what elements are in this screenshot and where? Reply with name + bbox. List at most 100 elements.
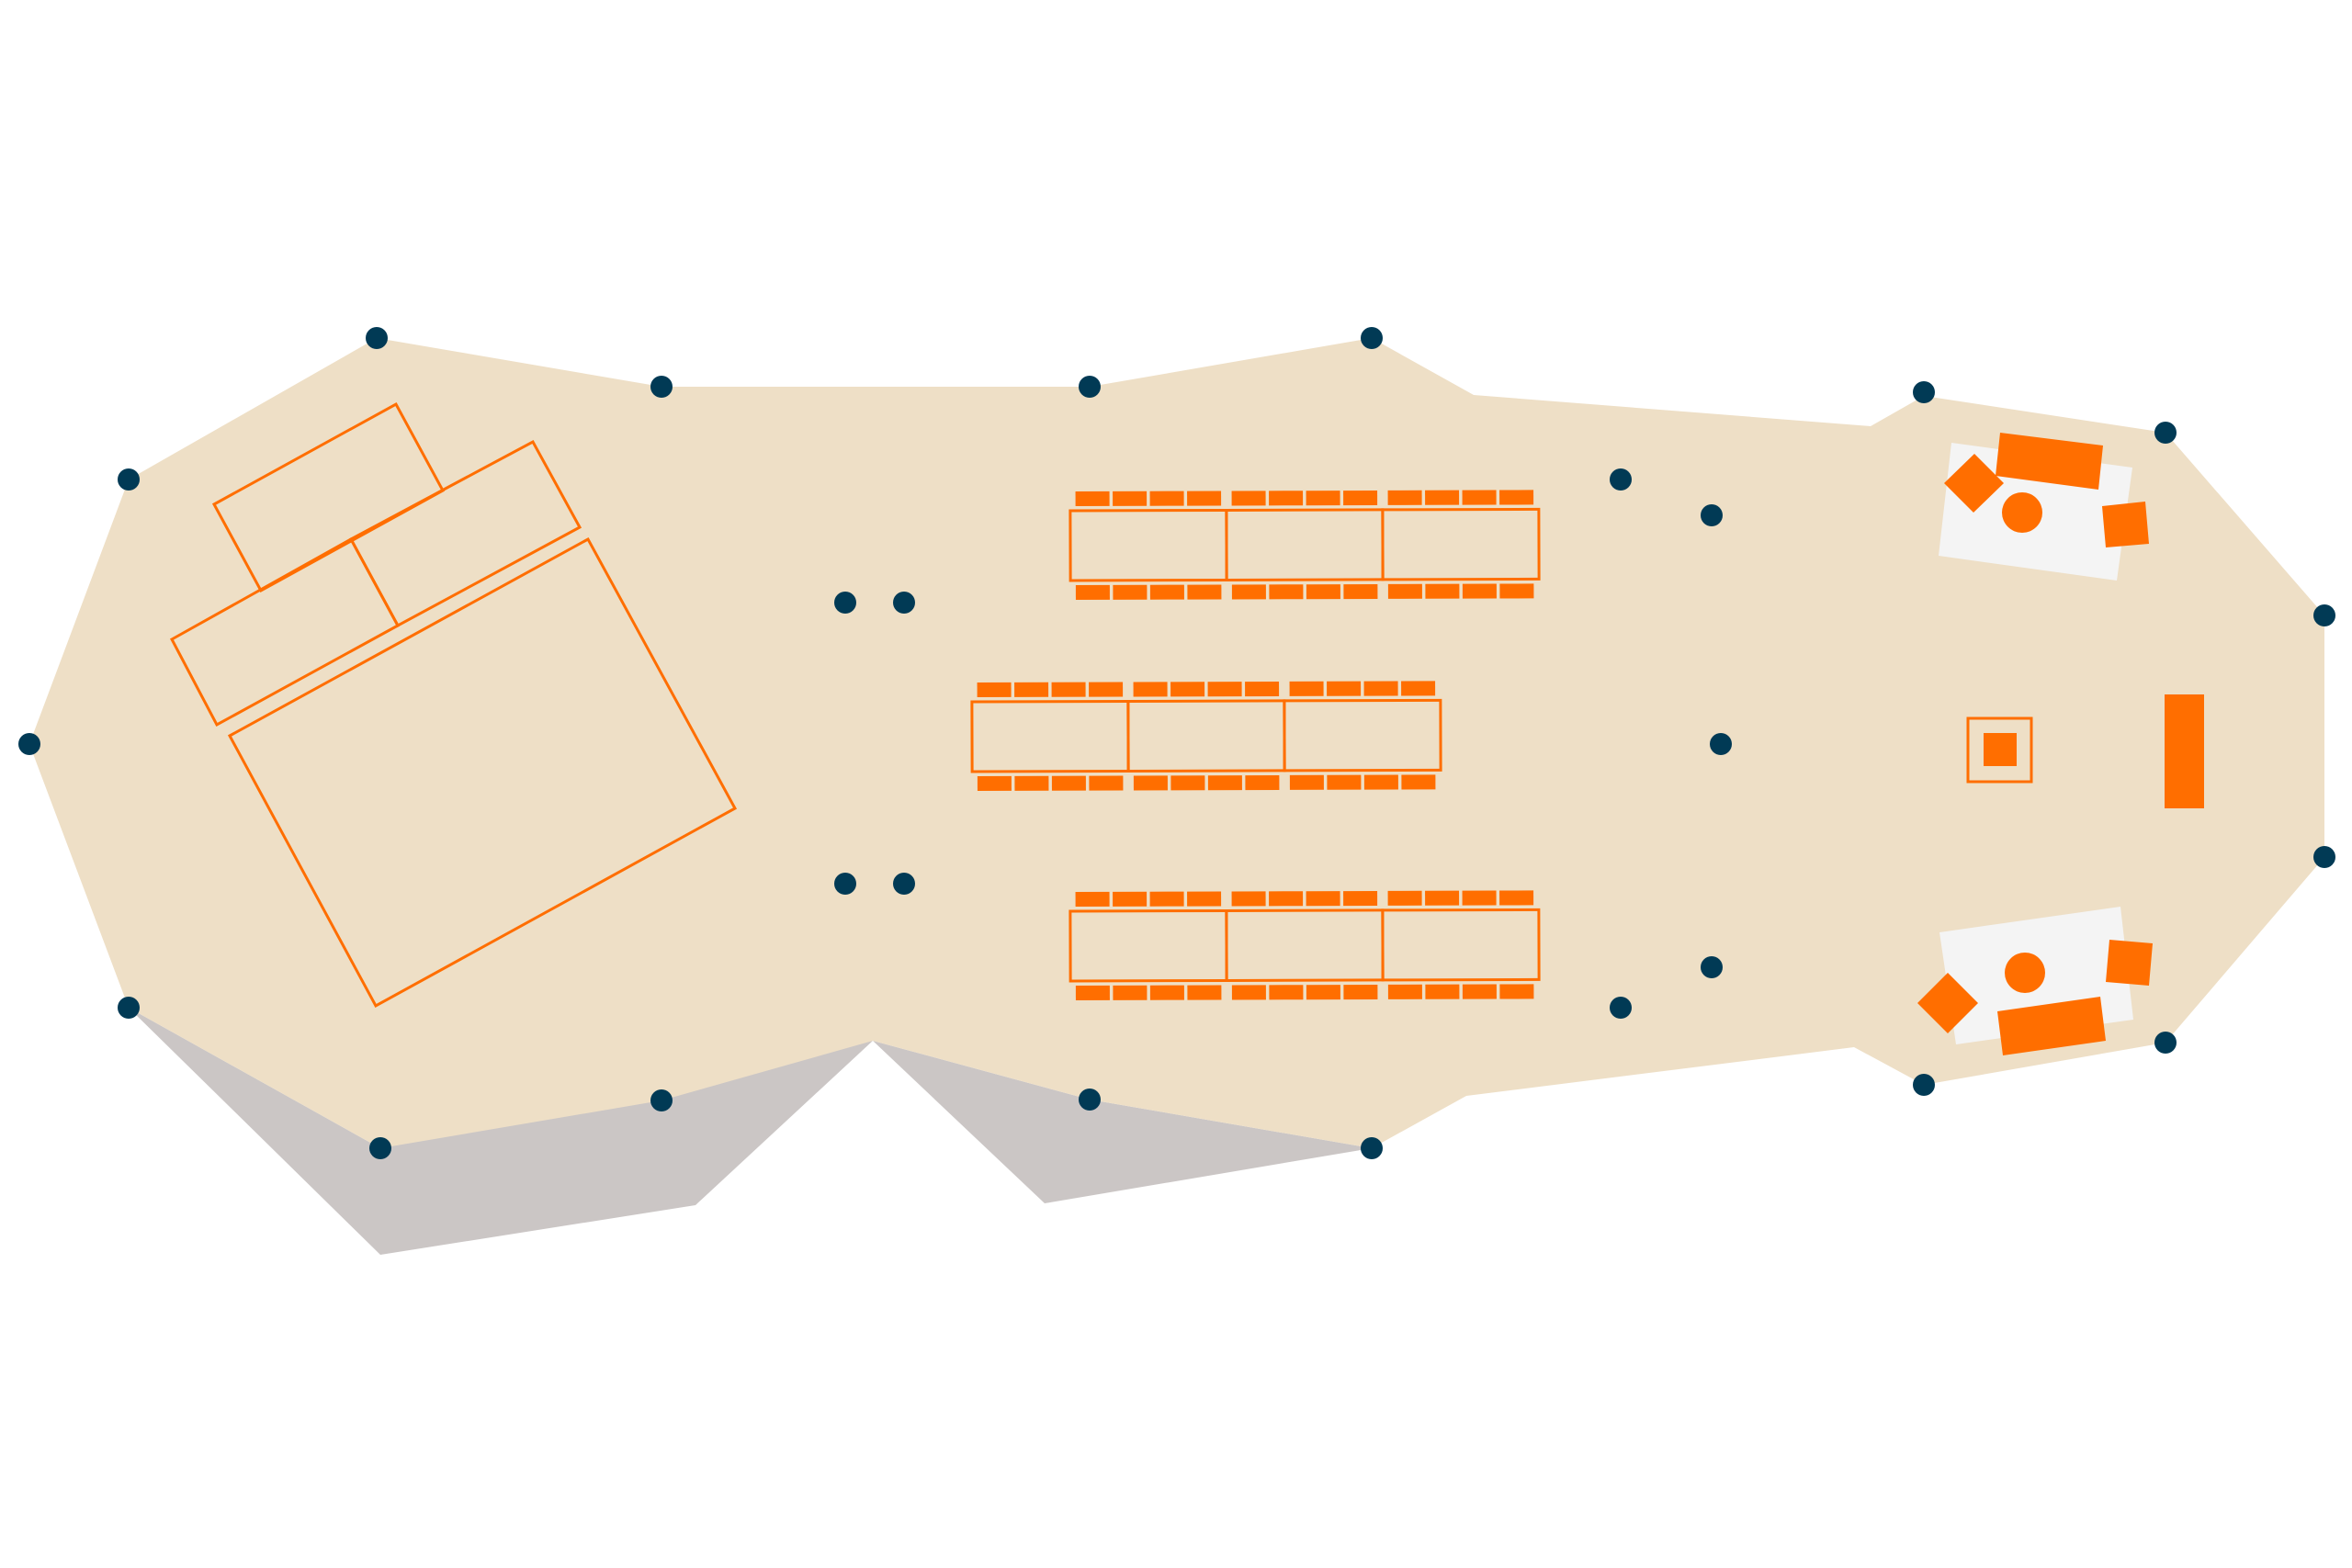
lounge-top [1939, 433, 2149, 581]
sofa-icon [1997, 997, 2106, 1055]
chair-icon [1187, 985, 1222, 1000]
chair-icon [1170, 775, 1205, 791]
chair-icon [1401, 774, 1436, 790]
chair-icon [1363, 681, 1398, 696]
chair-icon [1207, 682, 1242, 697]
bar-counter-icon [2165, 694, 2204, 808]
dance-floor [169, 401, 738, 1009]
chair-icon [1306, 491, 1340, 506]
chair-icon [1387, 583, 1422, 599]
armchair-icon [1944, 454, 2004, 513]
tent-pole-icon [118, 468, 140, 491]
tent-pole-icon [1079, 1089, 1101, 1111]
tent-pole-icon [366, 327, 388, 349]
bar-area [1966, 694, 2204, 808]
terrace-right [873, 1041, 1372, 1203]
chair-icon [1187, 584, 1222, 600]
chair-icon [1269, 891, 1304, 907]
tent-pole-icon [1079, 376, 1101, 398]
tent-pole-icon [118, 997, 140, 1019]
chair-icon [1113, 891, 1148, 907]
chair-icon [1387, 984, 1422, 999]
banquet-tables [970, 490, 1541, 1000]
chair-icon [1387, 490, 1422, 505]
chair-icon [1269, 584, 1304, 600]
chair-icon [1113, 584, 1148, 600]
chair-icon [1425, 583, 1460, 599]
chair-icon [1401, 681, 1436, 696]
chair-icon [1425, 890, 1460, 906]
chair-icon [1051, 682, 1086, 697]
table-row [1069, 890, 1541, 1000]
chair-icon [1462, 490, 1497, 505]
chair-icon [1462, 890, 1497, 906]
chair-icon [1014, 682, 1049, 697]
chair-icon [1306, 891, 1340, 907]
chair-icon [1231, 891, 1266, 907]
dance-floor-panel [169, 536, 401, 728]
chair-icon [1499, 490, 1534, 505]
chair-icon [1187, 491, 1222, 506]
chair-icon [1133, 682, 1168, 697]
armchair-icon [2106, 940, 2153, 986]
tent-pole-icon [1610, 468, 1632, 491]
chair-icon [1462, 583, 1497, 599]
chair-icon [1245, 774, 1280, 791]
armchair-icon [1917, 973, 1978, 1033]
chair-icon [1343, 583, 1378, 600]
tent-pole-icon [2313, 846, 2335, 868]
chair-icon [977, 775, 1012, 791]
armchair-icon [2102, 502, 2149, 547]
sofa-icon [1996, 433, 2103, 490]
banquet-table [1381, 507, 1541, 581]
chair-icon [1306, 584, 1340, 600]
tent-pole-icon [1913, 1074, 1935, 1096]
chair-icon [1187, 891, 1222, 907]
terrace-layer [129, 1008, 1372, 1255]
chair-icon [1149, 584, 1184, 600]
chair-icon [1343, 490, 1378, 506]
chair-icon [1269, 985, 1304, 1000]
chair-icon [1231, 491, 1266, 506]
chair-icon [1133, 775, 1168, 791]
chair-icon [1149, 491, 1184, 506]
chair-icon [1499, 583, 1534, 599]
chair-icon [1075, 985, 1110, 1000]
chair-icon [1425, 490, 1460, 505]
tent-pole-icon [834, 873, 856, 895]
chair-icon [1231, 985, 1266, 1000]
side-table-icon [2002, 492, 2042, 533]
chair-icon [1113, 985, 1148, 1000]
tent-pole-icon [1361, 1137, 1383, 1159]
dj-booth-icon [1984, 733, 2017, 766]
tent-pole-icon [650, 1089, 673, 1111]
chair-icon [1170, 682, 1205, 697]
chair-icon [1289, 774, 1324, 790]
tent-pole-icon [1710, 733, 1732, 755]
chair-icon [1075, 584, 1110, 600]
chair-icon [1245, 681, 1280, 697]
tent-poles [18, 327, 2335, 1159]
tent-pole-icon [893, 592, 915, 614]
chair-icon [1089, 775, 1124, 791]
tent-pole-icon [1701, 956, 1723, 978]
tent-pole-icon [650, 376, 673, 398]
chair-icon [1363, 774, 1398, 790]
tent-pole-icon [2154, 422, 2177, 444]
chair-icon [1343, 984, 1378, 1000]
tent-pole-icon [2313, 604, 2335, 626]
chair-icon [1051, 775, 1086, 791]
tent-floor [29, 338, 2324, 1148]
lounge-bottom [1917, 907, 2153, 1055]
chair-icon [1289, 681, 1324, 696]
chair-icon [1387, 890, 1422, 906]
chair-icon [1425, 984, 1460, 999]
chair-icon [1075, 491, 1110, 506]
terrace-left [129, 1008, 873, 1255]
banquet-table [1283, 698, 1442, 773]
chair-icon [1075, 891, 1110, 907]
chair-icon [1306, 985, 1340, 1000]
chair-icon [1327, 681, 1362, 696]
chair-icon [1149, 891, 1184, 907]
